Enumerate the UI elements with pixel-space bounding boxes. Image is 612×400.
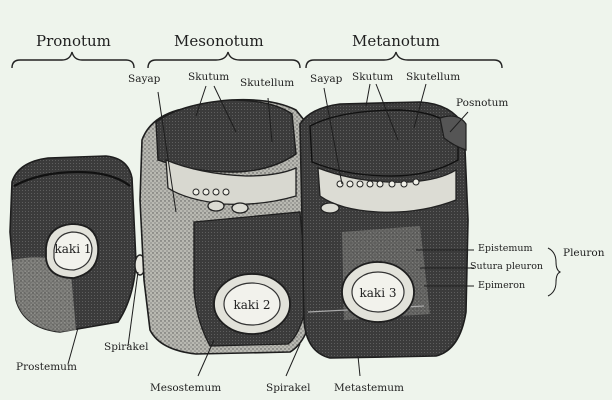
metanotum-brace xyxy=(306,52,502,68)
meso-notch-1 xyxy=(208,201,224,211)
region-metanotum: Metanotum xyxy=(352,34,440,49)
label-metastemum: Metastemum xyxy=(334,383,404,394)
kaki-2-label: kaki 2 xyxy=(234,298,271,312)
label-sayap-meta: Sayap xyxy=(310,74,342,85)
label-skutum-meso: Skutum xyxy=(188,72,229,83)
label-skutellum-meso: Skutellum xyxy=(240,78,294,89)
region-pronotum: Pronotum xyxy=(36,34,111,49)
label-skutum-meta: Skutum xyxy=(352,72,393,83)
region-mesonotum: Mesonotum xyxy=(174,34,264,49)
kaki-1-label: kaki 1 xyxy=(55,242,92,256)
label-skutellum-meta: Skutellum xyxy=(406,72,460,83)
label-spirakel-back: Spirakel xyxy=(266,383,311,394)
label-epimeron: Epimeron xyxy=(478,281,525,291)
label-sayap-meso: Sayap xyxy=(128,74,160,85)
label-posnotum: Posnotum xyxy=(456,98,508,109)
label-spirakel-front: Spirakel xyxy=(104,342,149,353)
label-prostemum: Prostemum xyxy=(16,362,77,373)
metascutum xyxy=(310,110,458,176)
label-pleuron: Pleuron xyxy=(563,248,605,259)
pronotum-brace xyxy=(12,52,134,68)
region-braces xyxy=(12,52,502,68)
meta-notch-1 xyxy=(321,203,339,213)
kaki-3-label: kaki 3 xyxy=(360,286,397,300)
mesonotum-brace xyxy=(148,52,300,68)
label-mesostemum: Mesostemum xyxy=(150,383,221,394)
label-sutura-pleuron: Sutura pleuron xyxy=(470,262,543,272)
meso-notch-2 xyxy=(232,203,248,213)
label-epistemum: Epistemum xyxy=(478,244,533,254)
